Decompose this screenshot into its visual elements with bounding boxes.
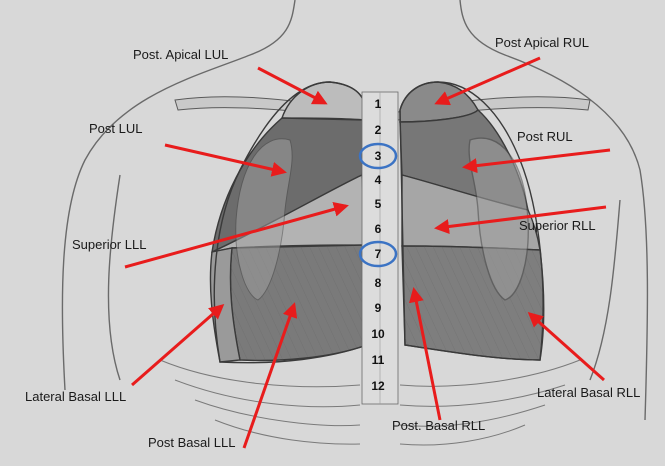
arrow-lateral-basal-rll — [527, 312, 605, 382]
label-post-lul: Post LUL — [89, 121, 143, 136]
vertebra-3: 3 — [374, 149, 382, 163]
left-scapula — [235, 138, 293, 301]
vertebra-10: 10 — [371, 327, 385, 341]
label-post-rul: Post RUL — [517, 129, 573, 144]
vertebra-2: 2 — [374, 123, 382, 137]
vertebra-11: 11 — [371, 353, 385, 367]
arrow-post-lul — [164, 143, 287, 177]
vertebra-3-ring — [358, 142, 398, 170]
arrow-superior-rll — [434, 205, 607, 234]
right-lung — [399, 81, 545, 361]
label-superior-lll: Superior LLL — [72, 237, 147, 252]
arrow-lateral-basal-lll — [131, 304, 225, 387]
vertebra-12: 12 — [371, 379, 385, 393]
pointer-arrows — [124, 56, 611, 449]
rib-lines — [159, 359, 581, 446]
label-post-apical-lul: Post. Apical LUL — [133, 47, 229, 62]
vertebra-6: 6 — [374, 222, 382, 236]
vertebra-9: 9 — [374, 301, 382, 315]
label-post-basal-lll: Post Basal LLL — [148, 435, 236, 450]
vertebra-7: 7 — [374, 247, 382, 261]
vertebra-1: 1 — [374, 97, 382, 111]
label-post-apical-rul: Post Apical RUL — [495, 35, 589, 50]
arrow-post-rul — [462, 148, 611, 174]
label-superior-rll: Superior RLL — [519, 218, 596, 233]
label-lateral-basal-lll: Lateral Basal LLL — [25, 389, 127, 404]
label-post-basal-rll: Post. Basal RLL — [392, 418, 486, 433]
arrow-post-basal-lll — [242, 302, 298, 449]
vertebra-4: 4 — [374, 173, 382, 187]
vertebra-5: 5 — [374, 197, 382, 211]
body-outline — [61, 0, 649, 421]
arrow-post-basal-rll — [408, 287, 442, 421]
arrow-post-apical-rul — [434, 56, 541, 106]
arrow-post-apical-lul — [257, 66, 328, 105]
label-lateral-basal-rll: Lateral Basal RLL — [537, 385, 641, 400]
arrow-superior-lll — [124, 201, 349, 269]
vertebra-8: 8 — [374, 276, 382, 290]
vertebra-7-ring — [358, 240, 398, 268]
